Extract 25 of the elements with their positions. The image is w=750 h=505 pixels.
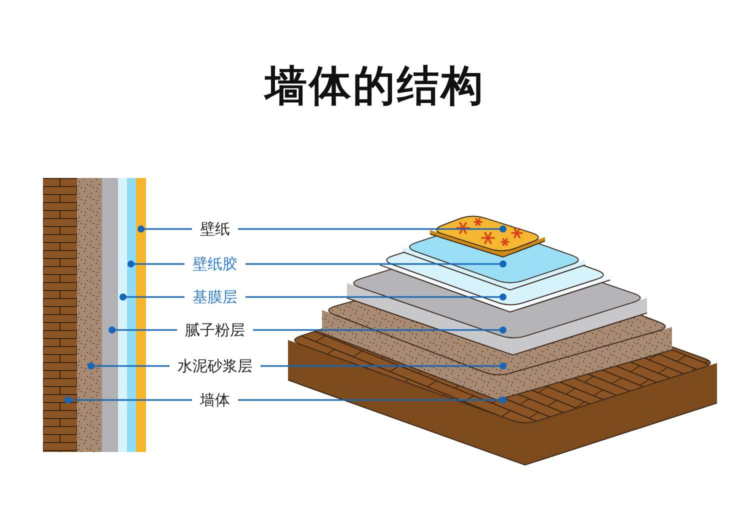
brick-wall-strip [43,178,77,452]
leader-line [246,294,506,300]
leader-line [128,260,184,268]
leader-line [120,294,184,300]
layer-label: 水泥砂浆层 [178,357,252,375]
layer-label: 基膜层 [192,288,238,306]
glue-strip [127,178,136,452]
putty-strip [102,178,118,452]
leader-line [138,226,192,232]
leader-line [88,362,170,370]
layer-label: 墙体 [200,391,230,409]
primer-film-strip [118,178,127,452]
layer-label: 腻子粉层 [185,321,245,339]
leader-line [238,226,506,232]
leader-line [108,326,177,334]
wallpaper-strip [136,178,146,452]
layer-label: 壁纸胶 [192,255,238,273]
layer-label: 壁纸 [200,220,230,238]
leader-line [246,260,506,268]
leader-line [64,396,192,404]
title: 墙体的结构 [262,60,486,112]
leader-line [260,362,506,370]
mortar-strip [77,178,102,452]
leader-line [238,396,506,404]
leader-line [253,326,506,334]
